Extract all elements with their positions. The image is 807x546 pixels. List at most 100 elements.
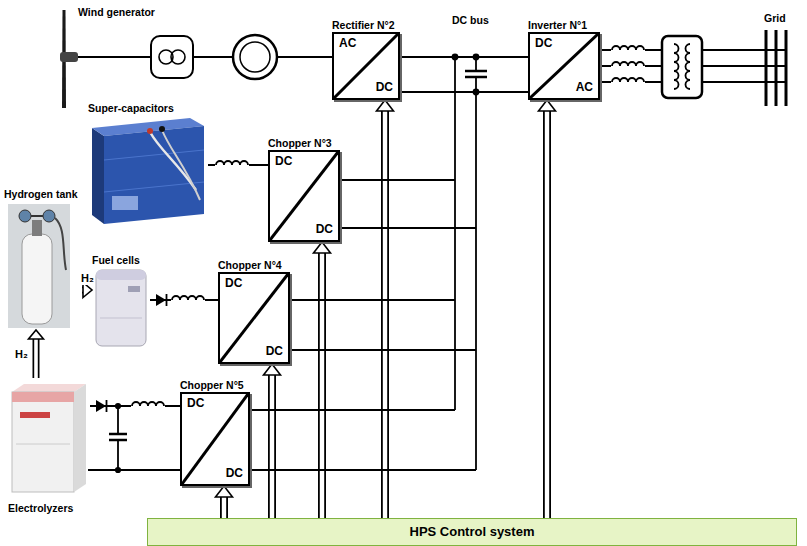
power-wire (208, 165, 268, 166)
diode-symbol (96, 400, 106, 412)
electrolyzer-picture: Electrolyzers (4, 378, 90, 516)
inductor-patch (215, 164, 249, 167)
arrow-shaft-fill (270, 375, 274, 518)
chopper-output-wire (250, 469, 476, 471)
junction-dot (116, 404, 120, 408)
capacitor-plate (109, 439, 127, 442)
supercapacitor-picture: Super-capacitors (82, 102, 208, 228)
capacitor-plate (465, 76, 487, 79)
device-name: Electrolyzers (8, 502, 73, 514)
port-label: DC (226, 467, 243, 481)
hydrogen-tank-picture (8, 204, 70, 328)
arrow-head (83, 283, 92, 298)
grid-busbar (765, 30, 768, 106)
inductor-patch (171, 299, 205, 302)
supercapacitor-top (92, 118, 204, 136)
chopper-output-wire (250, 409, 455, 411)
bus-label: DC bus (452, 14, 489, 26)
control-arrow (264, 364, 281, 518)
port-label: DC (535, 37, 552, 51)
regulator-gauge (19, 210, 31, 222)
electrolyzer-front (12, 392, 74, 492)
tank-hose (55, 218, 66, 270)
converter-diagonal-line (182, 394, 248, 484)
wind-turbine (60, 10, 277, 108)
electrolyzer-stripe (12, 392, 74, 402)
supercapacitor-picture (92, 118, 204, 224)
power-wire (90, 406, 180, 407)
generator-shaft (193, 56, 233, 58)
inductor-symbol (612, 62, 644, 66)
arrow-shaft-outline (268, 375, 276, 518)
control-arrow (377, 100, 394, 518)
capacitor-wire (117, 406, 119, 434)
wire-line (277, 56, 332, 58)
port-label: DC (316, 223, 333, 237)
chopper-output-wire (340, 227, 476, 229)
dc-bus-wiring (250, 55, 487, 471)
arrow-shaft-fill (320, 253, 324, 518)
converter-name: Chopper N°4 (218, 259, 282, 271)
electrolyzer-picture (12, 384, 86, 492)
hydrogen-flow-arrow (82, 283, 92, 298)
wire-line (208, 164, 268, 166)
arrow-shaft-outline (318, 253, 326, 518)
inductor-symbol (216, 161, 248, 165)
junction-dot (474, 55, 479, 60)
control-arrow (216, 486, 233, 518)
chopper-output-wire (290, 299, 455, 301)
transformer-symbol (662, 36, 702, 98)
chopper-box: Chopper N°5DCDC (180, 392, 250, 486)
inverter-box: Inverter N°1DCAC (528, 32, 600, 100)
supercapacitor-seam (104, 150, 204, 160)
gearbox-symbol (151, 36, 193, 78)
device-name: Fuel cells (92, 254, 140, 266)
turbine-blade (62, 10, 66, 108)
tank-neck (32, 220, 42, 236)
capacitor-wire (475, 57, 477, 71)
arrow-head (539, 100, 556, 111)
electrolyzer-display (20, 412, 50, 418)
gear-symbol (159, 50, 173, 64)
port-label: DC (187, 397, 204, 411)
edge-label: H₂ (14, 348, 29, 361)
transformer-winding (686, 44, 691, 89)
fuel-cell-picture (96, 270, 146, 346)
wind-generator: Wind generator (30, 6, 277, 106)
chopper-box: Chopper N°3DCDC (268, 150, 340, 242)
capacitor-plate (109, 433, 127, 436)
arrow-shaft-outline (381, 111, 389, 518)
transformer-winding (674, 44, 679, 89)
converter-diagonal-line (270, 152, 338, 240)
tank-photo-ground (8, 204, 70, 328)
chopper-output-wire (340, 179, 455, 181)
regulator-pipe (31, 215, 43, 217)
supercapacitor-seam (104, 182, 204, 192)
gear-symbol (171, 50, 185, 64)
wire-line (400, 56, 528, 58)
junction-dot (116, 468, 120, 472)
supercapacitor-side (92, 128, 104, 224)
inductor-symbol (612, 46, 644, 50)
fuel-cell-cabinet (96, 270, 146, 346)
arrow-head (377, 100, 394, 111)
electrolyzer-side (74, 384, 86, 492)
generator-symbol (233, 35, 277, 79)
arrow-shaft-outline (220, 497, 228, 518)
terminal (147, 128, 153, 134)
electrolyzer-top (12, 384, 86, 392)
capacitor-wire (117, 440, 119, 470)
phase-wire (600, 65, 662, 67)
fuel-cell-top (96, 270, 146, 280)
turbine-shaft (78, 56, 151, 58)
arrow-head (29, 330, 44, 339)
capacitor-plate (465, 70, 487, 73)
arrow-shaft-fill (545, 111, 549, 518)
return-wire (88, 469, 180, 471)
arrow-shaft-outline (82, 287, 83, 294)
supercapacitor-cable (150, 132, 196, 190)
diode-symbol (156, 294, 166, 306)
inductor-patch (131, 405, 165, 408)
